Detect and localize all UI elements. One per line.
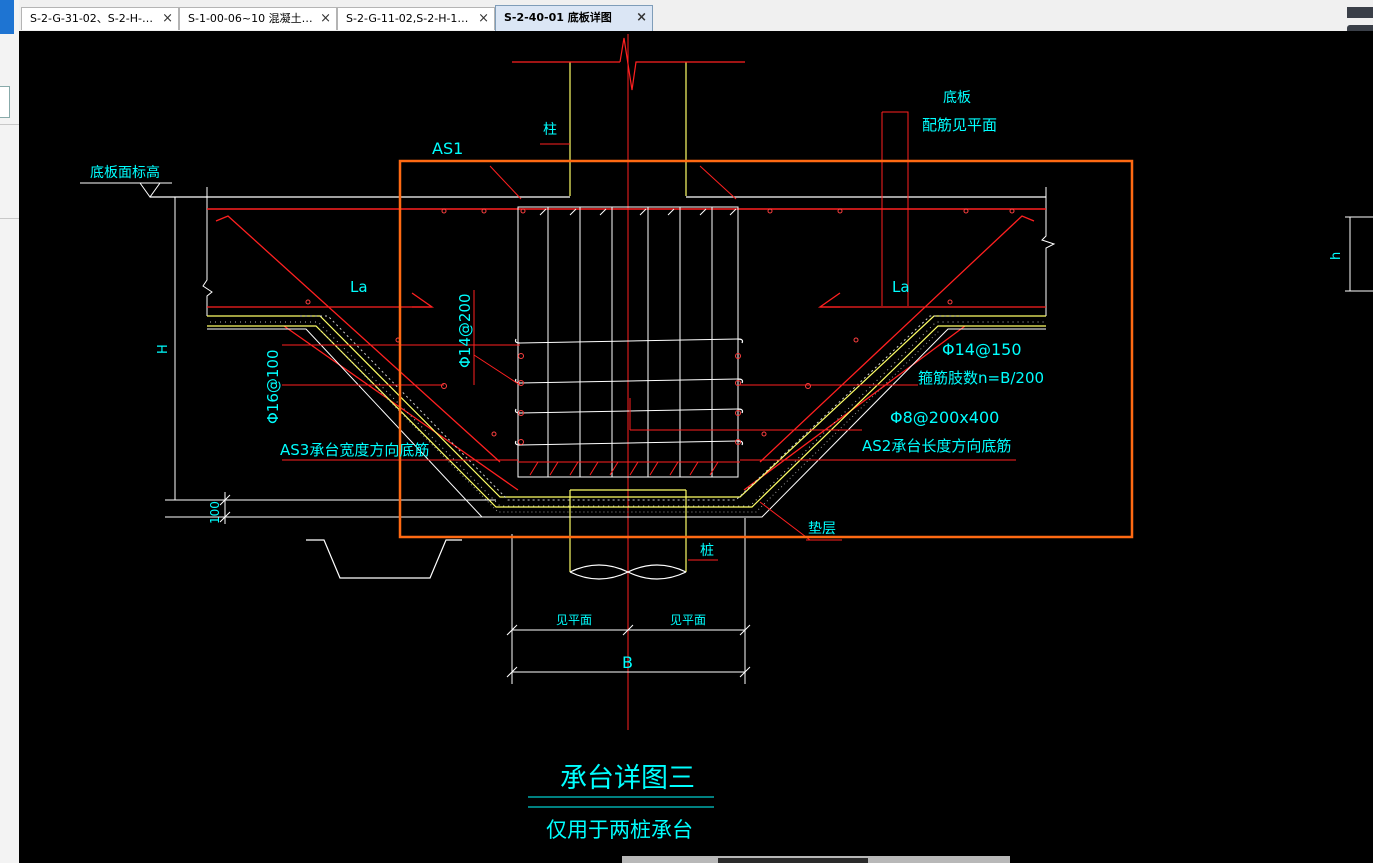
label-stirrup-legs: 箍筋肢数n=B/200 xyxy=(918,369,1044,387)
label-dim-H: H xyxy=(156,344,171,354)
label-phi14-150: Φ14@150 xyxy=(942,340,1022,359)
slab-edge-lines xyxy=(202,187,1056,316)
label-column-top: 柱 xyxy=(543,122,557,138)
left-divider xyxy=(0,218,19,219)
cage-top-ticks xyxy=(539,208,737,216)
tab-label: S-1-00-06~10 混凝土… xyxy=(188,12,313,25)
horizontal-scrollbar[interactable] xyxy=(622,856,1010,863)
pile-outline xyxy=(569,489,687,580)
label-phi14-200: Φ14@200 xyxy=(456,293,474,368)
right-panel-handle[interactable] xyxy=(1347,7,1373,18)
tab-drawing-1[interactable]: S-2-G-31-02、S-2-H-… × xyxy=(21,7,179,30)
label-as2: AS2承台长度方向底筋 xyxy=(862,437,1011,455)
scrollbar-thumb[interactable] xyxy=(718,858,868,863)
left-panel-button[interactable] xyxy=(0,0,14,34)
leader-lines xyxy=(282,111,1016,561)
stirrup-hooks xyxy=(514,338,744,446)
close-icon[interactable]: × xyxy=(636,10,647,25)
tab-label: S-2-G-11-02,S-2-H-1… xyxy=(346,12,469,25)
label-dim-B: B xyxy=(622,653,633,672)
cushion-leader xyxy=(759,501,811,541)
label-as3: AS3承台宽度方向底筋 xyxy=(280,441,429,459)
right-h-dimension xyxy=(1345,216,1373,292)
label-see-plan-right: 见平面 xyxy=(670,613,706,627)
column-break-lines xyxy=(512,37,745,91)
right-tool-strip xyxy=(1342,0,1373,49)
label-see-plan-left: 见平面 xyxy=(556,613,592,627)
level-marker xyxy=(80,182,172,198)
cad-drawing: 柱 AS1 底板 配筋见平面 底板面标高 La La H h Φ14@200 Φ… xyxy=(80,34,1373,842)
label-dim-100: 100 xyxy=(208,501,222,524)
cushion-layer xyxy=(207,315,1046,518)
bottom-dimensions xyxy=(506,518,751,684)
left-divider xyxy=(0,124,19,125)
label-as1: AS1 xyxy=(432,139,463,158)
cad-drawing-canvas[interactable]: 柱 AS1 底板 配筋见平面 底板面标高 La La H h Φ14@200 Φ… xyxy=(19,31,1373,863)
label-rebar-see-plan: 配筋见平面 xyxy=(922,116,997,134)
label-dim-h: h xyxy=(1329,252,1344,260)
tab-label: S-2-G-31-02、S-2-H-… xyxy=(30,12,153,25)
drawing-subtitle: 仅用于两桩承台 xyxy=(546,818,693,842)
drawing-title: 承台详图三 xyxy=(560,763,695,794)
tab-drawing-3[interactable]: S-2-G-11-02,S-2-H-1… × xyxy=(337,7,495,30)
cage-rebar-dots xyxy=(395,337,859,445)
label-la-right: La xyxy=(892,278,910,296)
left-dimensions xyxy=(165,196,496,524)
left-panel-toggle[interactable] xyxy=(0,86,10,118)
tab-drawing-4-active[interactable]: S-2-40-01 底板详图 × xyxy=(495,5,653,31)
label-phi8: Φ8@200x400 xyxy=(890,408,999,427)
label-slab: 底板 xyxy=(943,90,971,106)
close-icon[interactable]: × xyxy=(320,11,331,26)
bottom-hatch xyxy=(518,461,740,476)
tab-label: S-2-40-01 底板详图 xyxy=(504,11,612,24)
label-cushion: 垫层 xyxy=(808,521,836,537)
selection-rectangle[interactable] xyxy=(398,159,1134,539)
label-slab-top-level: 底板面标高 xyxy=(90,164,160,181)
close-icon[interactable]: × xyxy=(162,11,173,26)
top-rebar-dots xyxy=(305,208,1015,305)
la-rebar-lines xyxy=(207,292,1046,308)
tab-drawing-2[interactable]: S-1-00-06~10 混凝土… × xyxy=(179,7,337,30)
close-icon[interactable]: × xyxy=(478,11,489,26)
label-la-left: La xyxy=(350,278,368,296)
title-underlines xyxy=(528,796,714,808)
left-tool-strip xyxy=(0,0,20,863)
label-phi16-100: Φ16@100 xyxy=(264,349,282,424)
label-pile-bottom: 桩 xyxy=(700,542,714,559)
trench-symbol xyxy=(306,539,462,579)
column-outline xyxy=(569,62,687,196)
document-tab-bar: S-2-G-31-02、S-2-H-… × S-1-00-06~10 混凝土… … xyxy=(19,0,1342,32)
stirrup-cage xyxy=(517,206,739,478)
